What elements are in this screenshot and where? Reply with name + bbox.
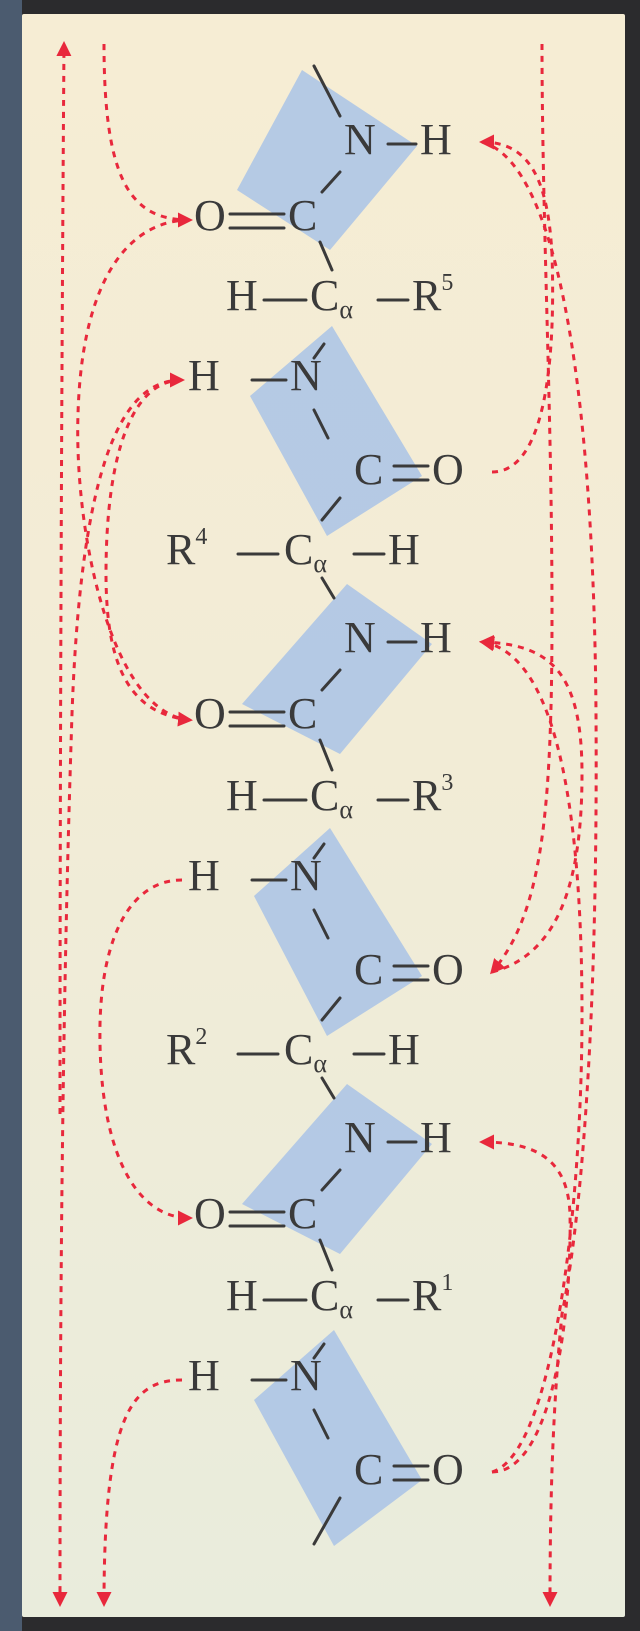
hbond-left-long-1: [56, 41, 72, 1115]
atom-h: H: [420, 613, 452, 662]
atom-h: H: [420, 115, 452, 164]
atom-h: H: [420, 1113, 452, 1162]
atom-o: O: [194, 689, 226, 738]
r-index: 5: [441, 270, 453, 296]
atom-o: O: [432, 1445, 464, 1494]
peptide-plane-3: [242, 584, 432, 754]
atom-r: R: [412, 271, 442, 320]
atom-h: H: [188, 351, 220, 400]
atom-h: H: [188, 1351, 220, 1400]
r-index: 3: [441, 770, 453, 796]
atom-h: H: [226, 771, 258, 820]
hbond-left-2: [104, 372, 191, 722]
atom-n: N: [344, 613, 376, 662]
alpha-subscript: α: [313, 549, 327, 578]
atom-c: C: [354, 945, 383, 994]
atom-c: C: [284, 525, 313, 574]
atom-r: R: [166, 1025, 196, 1074]
atom-h: H: [226, 271, 258, 320]
atom-h: H: [388, 525, 420, 574]
atom-c: C: [354, 1445, 383, 1494]
alpha-subscript: α: [339, 795, 353, 824]
side-chain-r3: R3: [412, 770, 453, 821]
atom-h: H: [226, 1271, 258, 1320]
alpha-subscript: α: [339, 295, 353, 324]
atom-n: N: [290, 851, 322, 900]
alpha-carbon-5: Cα: [310, 271, 353, 324]
peptide-planes: [237, 70, 432, 1546]
atom-c: C: [310, 271, 339, 320]
peptide-plane-5: [242, 1084, 432, 1254]
atom-h: H: [388, 1025, 420, 1074]
hbond-right-4: [481, 140, 598, 1607]
atom-n: N: [344, 1113, 376, 1162]
hbond-left-cross: [76, 218, 193, 727]
hydrogen-bonds: [52, 41, 598, 1607]
r-index: 2: [195, 1024, 207, 1050]
atom-o: O: [194, 1189, 226, 1238]
atom-h: H: [188, 851, 220, 900]
alpha-carbon-1: Cα: [310, 1271, 353, 1324]
atom-r: R: [412, 771, 442, 820]
side-chain-r5: R5: [412, 270, 453, 321]
alpha-carbon-4: Cα: [284, 525, 327, 578]
r-index: 1: [441, 1270, 453, 1296]
atom-c: C: [310, 771, 339, 820]
atom-c: C: [354, 445, 383, 494]
atom-c: C: [310, 1271, 339, 1320]
atom-n: N: [344, 115, 376, 164]
alpha-carbon-2: Cα: [284, 1025, 327, 1078]
peptide-plane-1: [237, 70, 417, 250]
alpha-subscript: α: [339, 1295, 353, 1324]
left-edge-strip: [0, 0, 22, 1631]
hbond-right-6: [479, 1134, 572, 1474]
hbond-left-long-2: [52, 378, 183, 1607]
alpha-helix-diagram: N H O C H Cα R5 H N C O R4 Cα H N H O C …: [22, 14, 625, 1617]
hbond-left-3: [98, 878, 193, 1226]
hbond-left-1: [102, 43, 193, 228]
covalent-bonds: [228, 64, 430, 1546]
atom-o: O: [432, 445, 464, 494]
peptide-plane-6: [254, 1330, 422, 1546]
r-index: 4: [195, 524, 207, 550]
side-chain-r4: R4: [166, 524, 207, 575]
peptide-plane-2: [250, 326, 422, 536]
atom-r: R: [166, 525, 196, 574]
atom-c: C: [288, 1189, 317, 1238]
atom-c: C: [288, 689, 317, 738]
atom-c: C: [288, 191, 317, 240]
peptide-plane-4: [254, 828, 422, 1036]
atom-o: O: [432, 945, 464, 994]
atom-r: R: [412, 1271, 442, 1320]
hbond-right-3: [479, 636, 584, 1474]
hbond-right-2: [479, 134, 555, 474]
atom-c: C: [284, 1025, 313, 1074]
side-chain-r1: R1: [412, 1270, 453, 1321]
hbond-left-4: [96, 1378, 183, 1607]
atom-o: O: [194, 191, 226, 240]
alpha-subscript: α: [313, 1049, 327, 1078]
atom-n: N: [290, 351, 322, 400]
helix-svg: N H O C H Cα R5 H N C O R4 Cα H N H O C …: [52, 41, 598, 1607]
hbond-right-5: [479, 634, 584, 974]
atom-n: N: [290, 1351, 322, 1400]
hbond-right-1: [490, 43, 554, 975]
side-chain-r2: R2: [166, 1024, 207, 1075]
alpha-carbon-3: Cα: [310, 771, 353, 824]
